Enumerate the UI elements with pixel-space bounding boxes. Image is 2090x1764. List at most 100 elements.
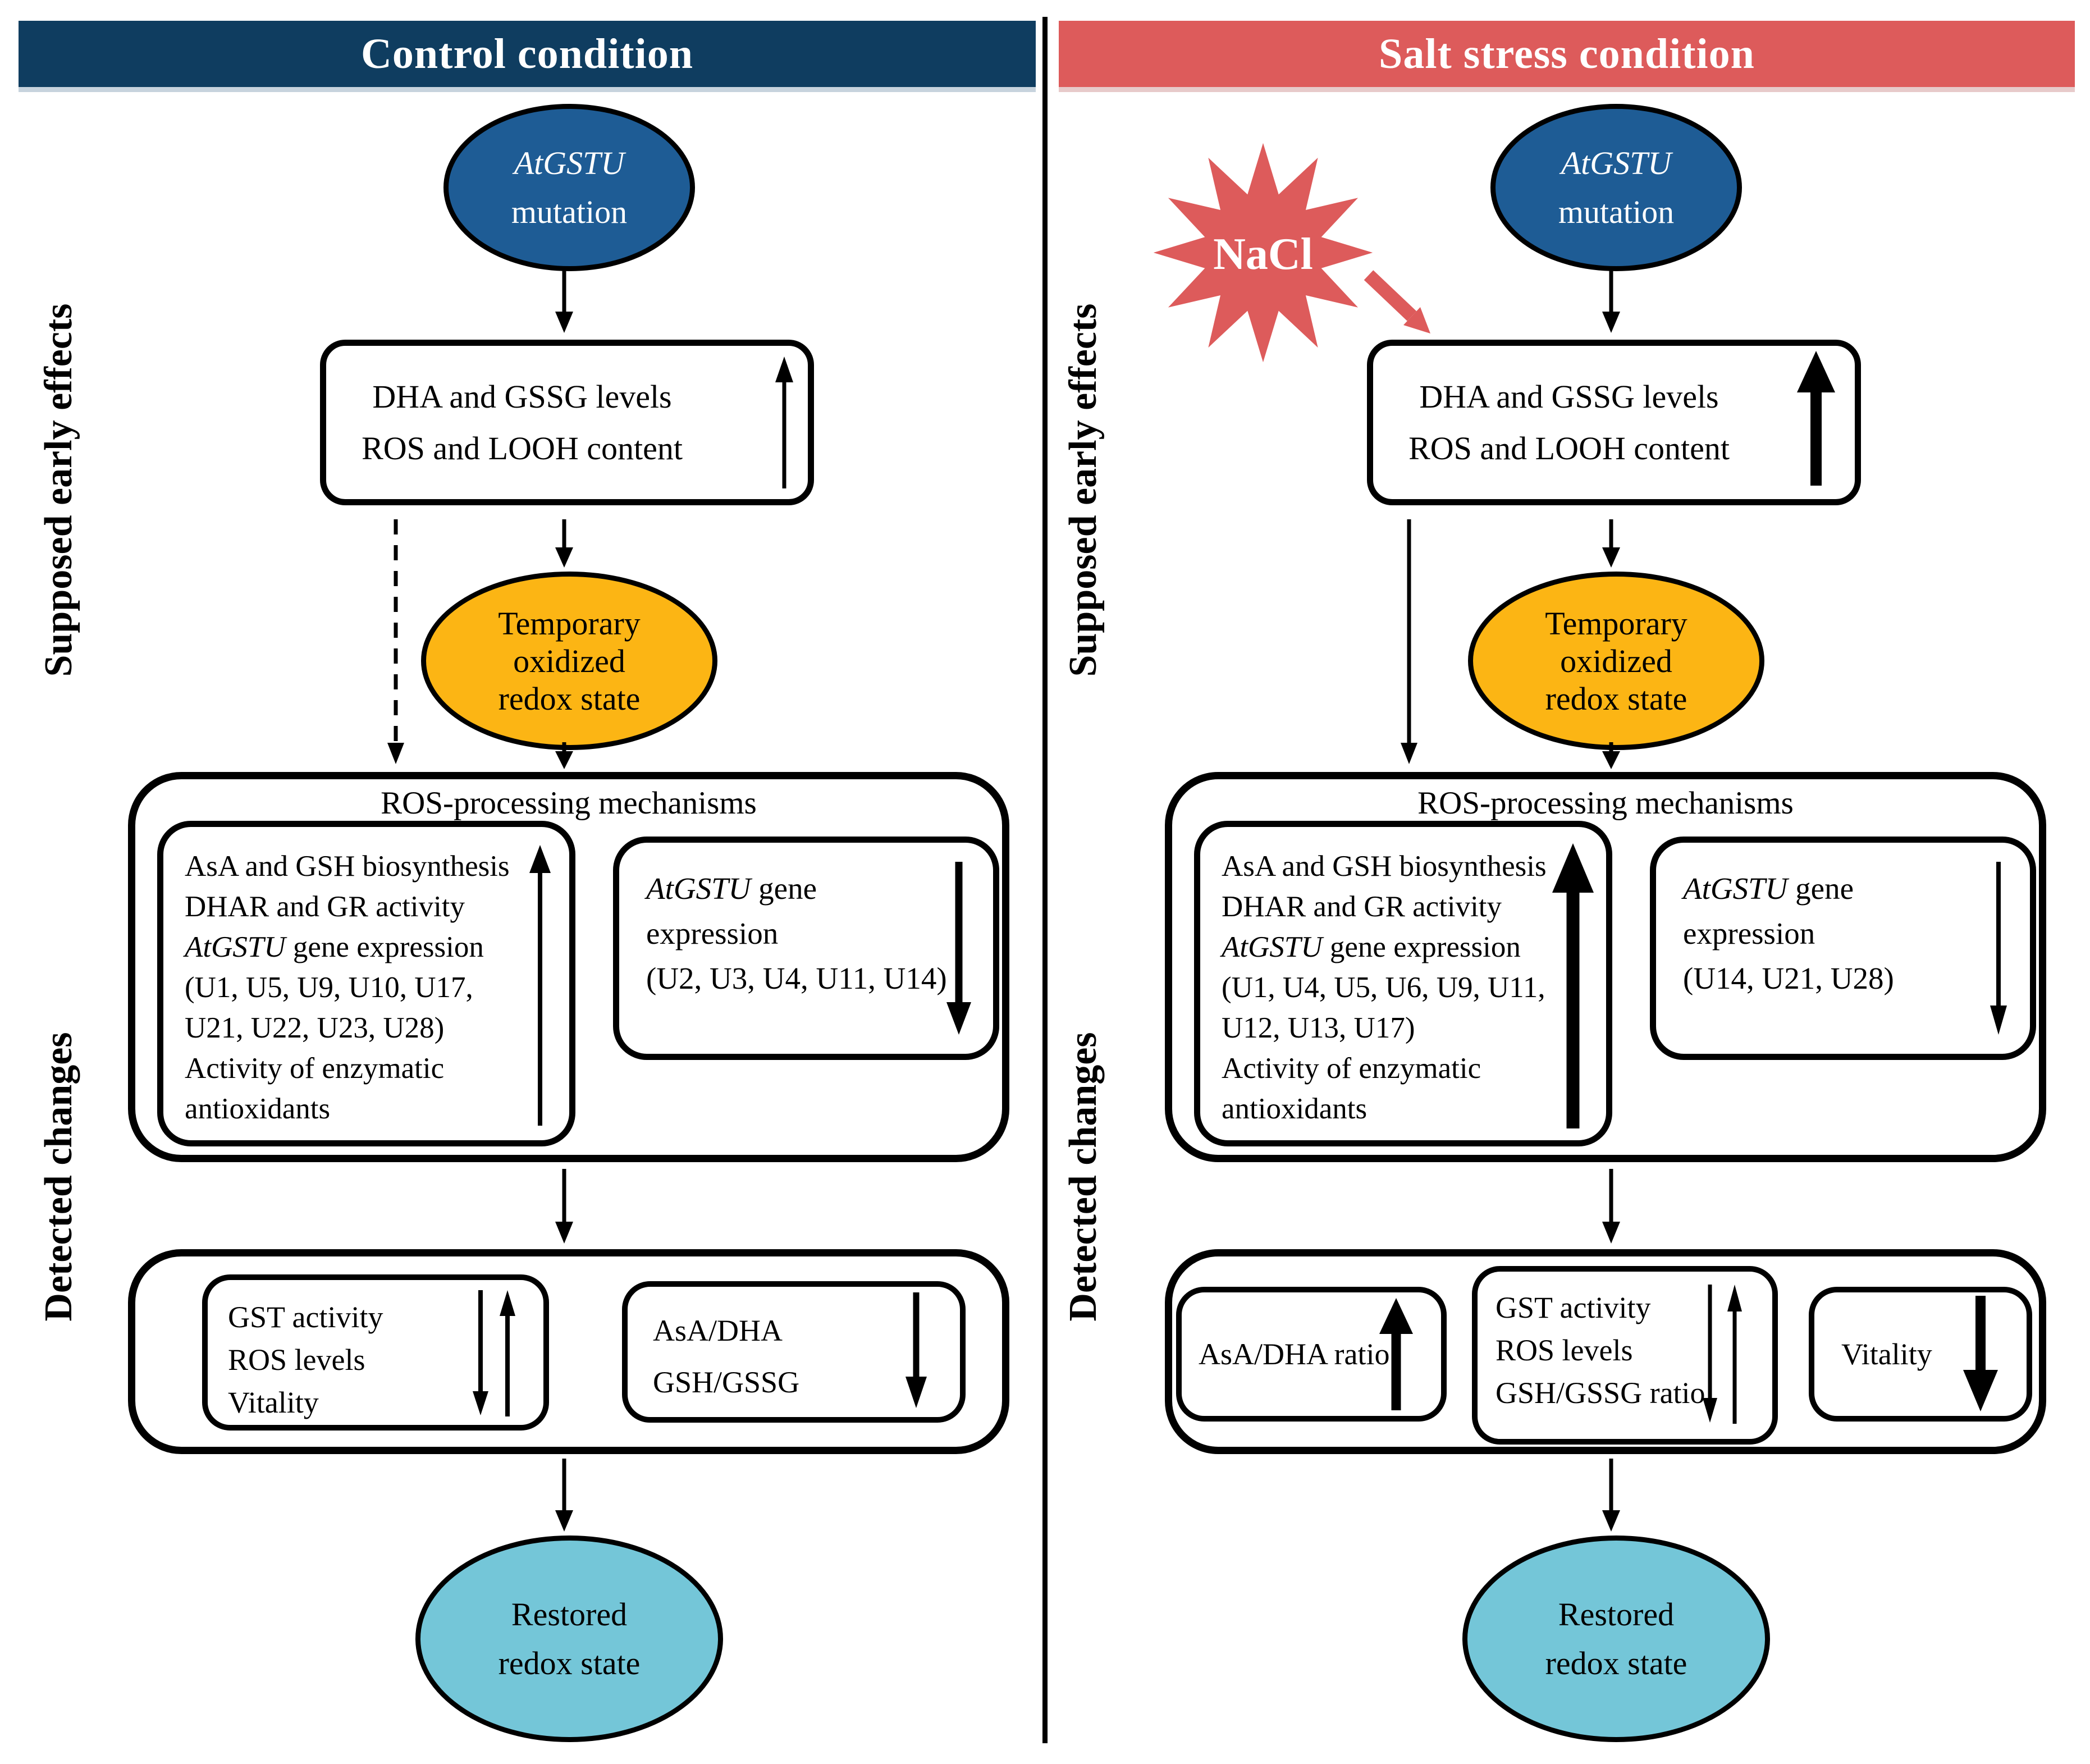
left-expression-down-arrow-icon — [946, 862, 971, 1035]
right-antiox-line5: U12, U13, U17) — [1222, 1012, 1415, 1044]
right-antiox-line7: antioxidants — [1222, 1093, 1368, 1125]
right-early-line2: ROS and LOOH content — [1408, 429, 1730, 467]
right-oxidized-ellipse: Temporary oxidized redox state — [1468, 572, 1764, 750]
right-antiox-line3: AtGSTU gene expression — [1222, 927, 1606, 967]
right-ratio-box: AsA/DHA ratio — [1176, 1287, 1447, 1422]
right-expr-gene: AtGSTU — [1683, 871, 1788, 906]
right-antiox-line6: Activity of enzymatic — [1222, 1052, 1481, 1085]
right-vitality-line1: Vitality — [1841, 1337, 1932, 1371]
left-gst-box: GST activity ROS levels Vitality — [202, 1274, 549, 1431]
nacl-star-icon — [1153, 143, 1373, 363]
left-ratio-down-arrow-icon — [905, 1292, 927, 1408]
left-mutation-ellipse: AtGSTU mutation — [443, 104, 695, 271]
left-gst-line2: ROS levels — [228, 1343, 365, 1377]
left-early-line1: DHA and GSSG levels — [372, 378, 672, 415]
right-antiox-line4: (U1, U4, U5, U6, U9, U11, — [1222, 971, 1545, 1004]
right-antiox-bold-up-arrow-icon — [1552, 843, 1594, 1128]
right-arrow-oxidized-to-ros-icon — [1602, 742, 1620, 769]
right-arrow-mutation-to-early-icon — [1602, 267, 1620, 333]
left-antiox-line4: (U1, U5, U9, U10, U17, — [185, 971, 473, 1004]
left-expr-line2: expression — [646, 916, 779, 950]
left-oxidized-line2: oxidized — [513, 642, 625, 679]
left-restored-line1: Restored — [511, 1596, 628, 1633]
left-gst-line1: GST activity — [228, 1300, 383, 1334]
right-gst-up-arrow-icon — [1727, 1285, 1742, 1424]
right-expression-box: AtGSTU gene expression (U14, U21, U28) — [1650, 837, 2036, 1060]
left-oxidized-ellipse: Temporary oxidized redox state — [421, 572, 717, 750]
right-expr-line3: (U14, U21, U28) — [1683, 961, 1894, 995]
left-ros-title: ROS-processing mechanisms — [381, 785, 757, 821]
salt-stress-title: Salt stress condition — [1379, 30, 1755, 77]
left-antiox-line1: AsA and GSH biosynthesis — [185, 850, 510, 883]
left-antiox-gene-rest: gene expression — [285, 931, 484, 963]
left-antiox-line6: Activity of enzymatic — [185, 1052, 445, 1085]
left-oxidized-line1: Temporary — [498, 605, 641, 642]
right-antiox-gene: AtGSTU — [1222, 931, 1323, 963]
left-gst-up-arrow-icon — [500, 1290, 515, 1416]
left-label-supposed-early-effects: Supposed early effects — [37, 303, 80, 677]
right-ros-title: ROS-processing mechanisms — [1417, 785, 1794, 821]
right-gst-box: GST activity ROS levels GSH/GSSG ratio — [1472, 1266, 1778, 1445]
right-expr-line2: expression — [1683, 916, 1815, 950]
right-oxidized-line1: Temporary — [1545, 605, 1687, 642]
right-expression-down-arrow-icon — [1990, 862, 2007, 1035]
right-mutation-gene: AtGSTU — [1561, 145, 1672, 181]
nacl-label: NaCl — [1213, 230, 1313, 279]
left-expr-line1: AtGSTU gene — [646, 866, 993, 911]
left-early-effects-box: DHA and GSSG levels ROS and LOOH content — [320, 340, 814, 505]
nacl-impact-arrow-icon — [1364, 270, 1430, 333]
right-gst-down-arrow-icon — [1703, 1285, 1717, 1423]
right-label-detected-changes: Detected changes — [1062, 1032, 1105, 1322]
right-restored-ellipse: Restored redox state — [1462, 1535, 1770, 1742]
right-ratio-bold-up-arrow-icon — [1379, 1298, 1413, 1410]
left-restored-line2: redox state — [498, 1645, 641, 1681]
left-arrow-early-to-oxidized-icon — [555, 519, 573, 568]
right-expr-gene-rest: gene — [1787, 871, 1854, 906]
left-antiox-up-arrow-icon — [529, 845, 551, 1126]
right-antioxidant-box: AsA and GSH biosynthesis DHAR and GR act… — [1194, 821, 1612, 1146]
right-early-effects-box: DHA and GSSG levels ROS and LOOH content — [1367, 340, 1861, 505]
right-early-line1: DHA and GSSG levels — [1419, 378, 1719, 415]
left-antiox-gene: AtGSTU — [185, 931, 286, 963]
right-restored-line1: Restored — [1558, 1596, 1675, 1633]
left-mutation-label: mutation — [511, 194, 628, 230]
right-gst-line3: GSH/GSSG ratio — [1496, 1376, 1705, 1410]
left-ratio-line2: GSH/GSSG — [653, 1365, 800, 1399]
right-solid-bypass-arrow-icon — [1401, 519, 1417, 764]
right-gst-line1: GST activity — [1496, 1291, 1651, 1324]
right-oxidized-line3: redox state — [1545, 680, 1687, 717]
right-mutation-label: mutation — [1558, 194, 1675, 230]
left-antiox-line7: antioxidants — [185, 1093, 331, 1125]
left-arrow-mutation-to-early-icon — [555, 267, 573, 333]
left-dashed-bypass-arrow-icon — [387, 519, 404, 764]
left-arrow-oxidized-to-ros-icon — [555, 742, 573, 769]
right-mutation-ellipse: AtGSTU mutation — [1490, 104, 1742, 271]
left-antiox-line2: DHAR and GR activity — [185, 890, 465, 923]
right-arrow-detected-to-restored-icon — [1602, 1459, 1620, 1532]
left-oxidized-line3: redox state — [498, 680, 641, 717]
salt-stress-header: Salt stress condition — [1059, 21, 2075, 92]
left-arrow-detected-to-restored-icon — [555, 1459, 573, 1532]
right-oxidized-line2: oxidized — [1560, 642, 1672, 679]
right-arrow-early-to-oxidized-icon — [1602, 519, 1620, 568]
right-early-bold-up-arrow-icon — [1797, 351, 1835, 486]
left-expr-gene-rest: gene — [751, 871, 817, 906]
panel-divider — [1042, 17, 1048, 1743]
right-antiox-line1: AsA and GSH biosynthesis — [1222, 850, 1547, 883]
left-expr-line3: (U2, U3, U4, U11, U14) — [646, 961, 947, 995]
left-antioxidant-box: AsA and GSH biosynthesis DHAR and GR act… — [157, 821, 575, 1146]
left-restored-ellipse: Restored redox state — [415, 1535, 723, 1742]
left-expression-box: AtGSTU gene expression (U2, U3, U4, U11,… — [613, 837, 999, 1060]
left-early-up-arrow-icon — [775, 357, 793, 488]
left-mutation-gene: AtGSTU — [514, 145, 625, 181]
left-ratio-line1: AsA/DHA — [653, 1314, 783, 1347]
right-gst-line2: ROS levels — [1496, 1333, 1633, 1367]
left-early-line2: ROS and LOOH content — [362, 429, 683, 467]
right-vitality-box: Vitality — [1809, 1287, 2032, 1422]
right-label-supposed-early-effects: Supposed early effects — [1062, 303, 1105, 677]
left-gst-line3: Vitality — [228, 1386, 319, 1419]
left-expr-gene: AtGSTU — [646, 871, 751, 906]
right-antiox-gene-rest: gene expression — [1322, 931, 1521, 963]
right-restored-line2: redox state — [1545, 1645, 1687, 1681]
control-condition-title: Control condition — [360, 30, 693, 77]
